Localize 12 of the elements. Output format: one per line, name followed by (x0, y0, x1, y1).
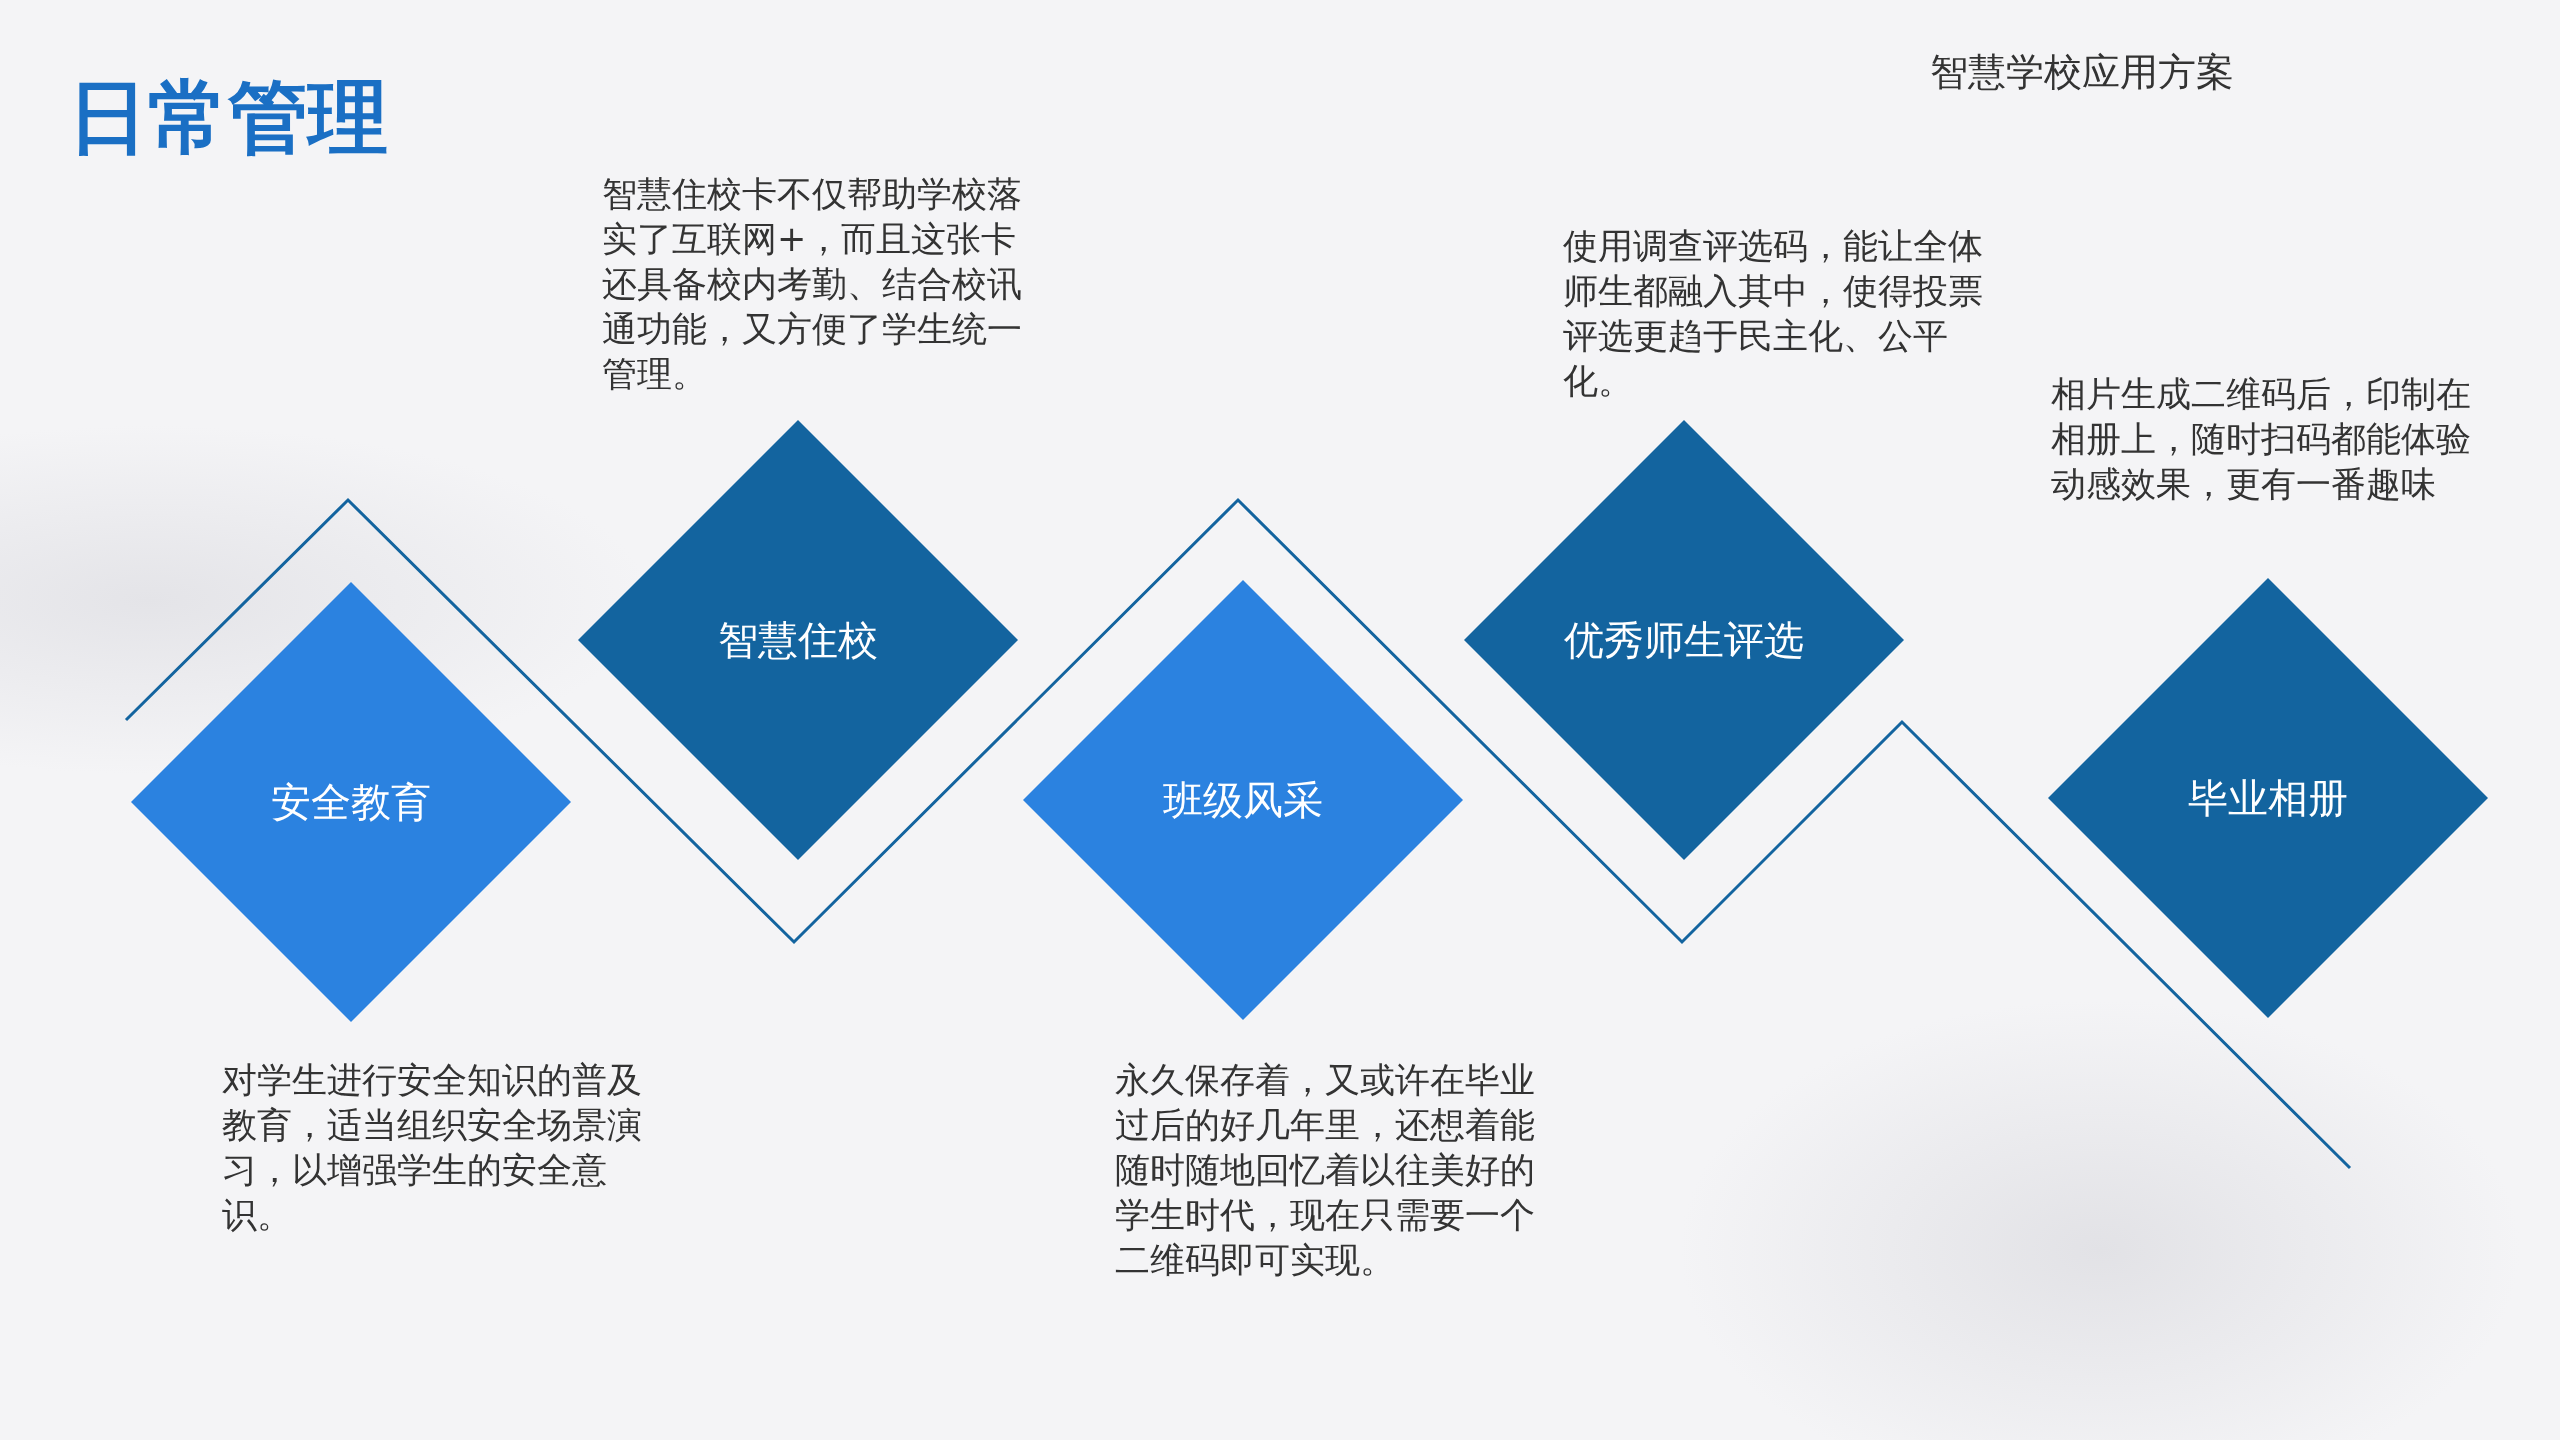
description-text: 相片生成二维码后，印制在相册上，随时扫码都能体验动感效果，更有一番趣味 (2051, 373, 2471, 506)
node-label: 毕业相册 (2188, 773, 2348, 823)
node-label: 班级风采 (1163, 775, 1323, 825)
node-label: 安全教育 (271, 777, 431, 827)
description-text: 永久保存着，又或许在毕业过后的好几年里，还想着能随时随地回忆着以往美好的学生时代，现在只需要一个二维码即可实现。 (1115, 1059, 1535, 1282)
description-text: 智慧住校卡不仅帮助学校落实了互联网+，而且这张卡还具备校内考勤、结合校讯通功能，又方便了学生统一管理。 (602, 173, 1022, 396)
node-label: 优秀师生评选 (1564, 615, 1804, 665)
node-label: 智慧住校 (718, 615, 878, 665)
description-text: 对学生进行安全知识的普及教育，适当组织安全场景演习，以增强学生的安全意识。 (222, 1059, 642, 1237)
header-text: 智慧学校应用方案 (1930, 50, 2234, 96)
description-text: 使用调查评选码，能让全体师生都融入其中，使得投票评选更趋于民主化、公平化。 (1563, 225, 1983, 403)
slide-title: 日常管理 (68, 78, 388, 158)
